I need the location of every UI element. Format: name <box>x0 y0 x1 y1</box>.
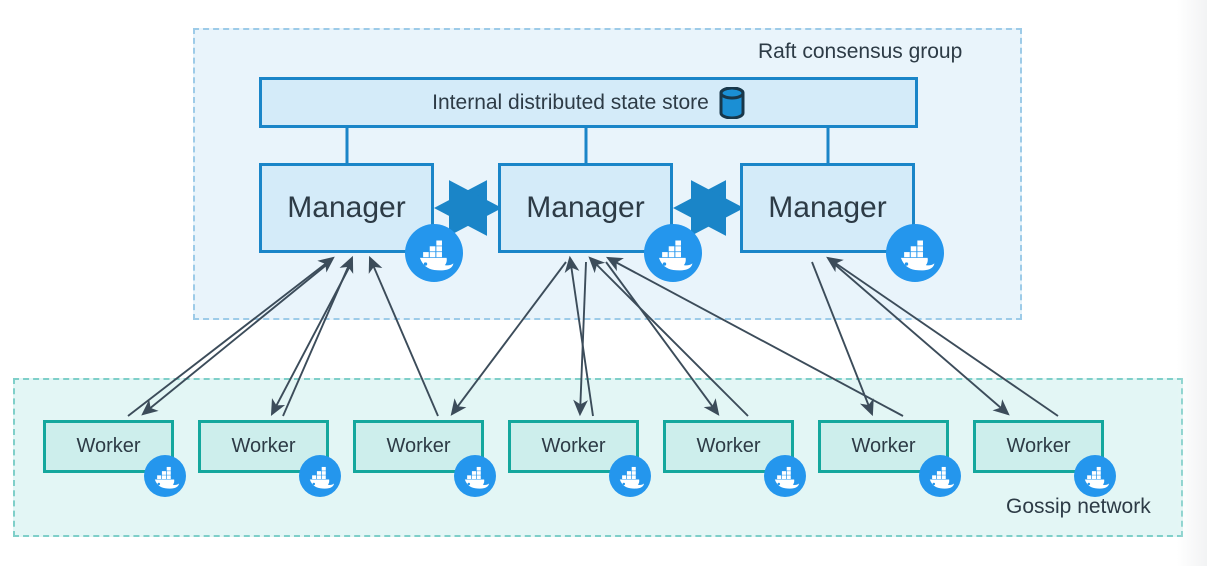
worker-label: Worker <box>231 435 296 457</box>
internal-state-store-box[interactable]: Internal distributed state store <box>259 77 918 128</box>
worker-node-2[interactable]: Worker <box>198 420 329 473</box>
worker-label: Worker <box>76 435 141 457</box>
worker-node-4[interactable]: Worker <box>508 420 639 473</box>
manager-label: Manager <box>768 191 887 224</box>
docker-whale-icon <box>886 224 944 282</box>
docker-whale-icon <box>144 455 186 497</box>
docker-whale-icon <box>644 224 702 282</box>
manager-node-3[interactable]: Manager <box>740 163 915 253</box>
worker-label: Worker <box>696 435 761 457</box>
docker-whale-icon <box>609 455 651 497</box>
manager-label: Manager <box>526 191 645 224</box>
docker-whale-icon <box>454 455 496 497</box>
manager-node-2[interactable]: Manager <box>498 163 673 253</box>
gossip-network-label: Gossip network <box>1006 495 1151 518</box>
manager-to-worker-arrows <box>141 261 1010 417</box>
manager-node-1[interactable]: Manager <box>259 163 434 253</box>
docker-whale-icon <box>405 224 463 282</box>
worker-label: Worker <box>386 435 451 457</box>
worker-label: Worker <box>851 435 916 457</box>
state-store-to-manager-lines <box>345 128 830 163</box>
worker-label: Worker <box>1006 435 1071 457</box>
worker-node-3[interactable]: Worker <box>353 420 484 473</box>
docker-whale-icon <box>764 455 806 497</box>
raft-consensus-group-label: Raft consensus group <box>758 40 963 63</box>
database-cylinder-icon <box>719 86 745 119</box>
worker-node-6[interactable]: Worker <box>818 420 949 473</box>
docker-whale-icon <box>919 455 961 497</box>
docker-whale-icon <box>1074 455 1116 497</box>
manager-label: Manager <box>287 191 406 224</box>
worker-label: Worker <box>541 435 606 457</box>
state-store-label: Internal distributed state store <box>432 90 709 114</box>
docker-whale-icon <box>299 455 341 497</box>
worker-to-manager-arrows <box>127 255 1059 417</box>
